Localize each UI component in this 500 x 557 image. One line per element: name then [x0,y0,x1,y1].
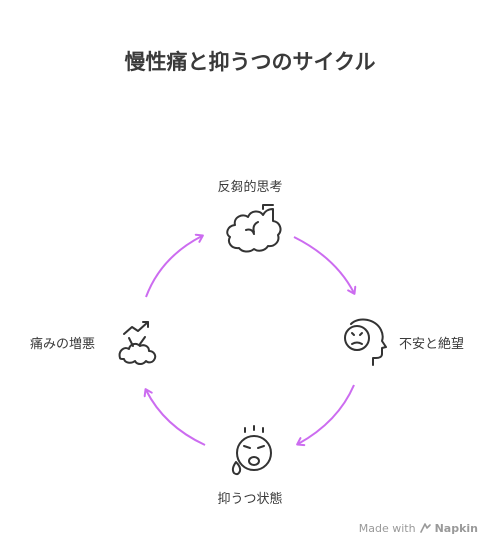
pain-rising-icon [118,321,157,365]
arrow-bottom-to-left [143,388,206,446]
node-label-depression: 抑うつ状態 [217,492,283,507]
napkin-watermark: Made with Napkin [359,522,478,535]
worried-head-icon [344,318,387,366]
node-label-rumination: 反芻的思考 [217,180,283,195]
arrow-right-to-bottom [296,384,355,447]
napkin-logo-icon [419,523,431,533]
brain-icon [226,204,282,253]
crying-face-icon [231,425,272,476]
arrow-top-to-right [293,236,357,295]
arrow-left-to-top [145,233,204,298]
napkin-brand: Napkin [434,522,478,535]
diagram-title: 慢性痛と抑うつのサイクル [124,50,376,74]
made-with-text: Made with [358,522,416,535]
node-label-anxiety-despair: 不安と絶望 [399,337,465,352]
node-label-pain-worsening: 痛みの増悪 [30,337,96,352]
